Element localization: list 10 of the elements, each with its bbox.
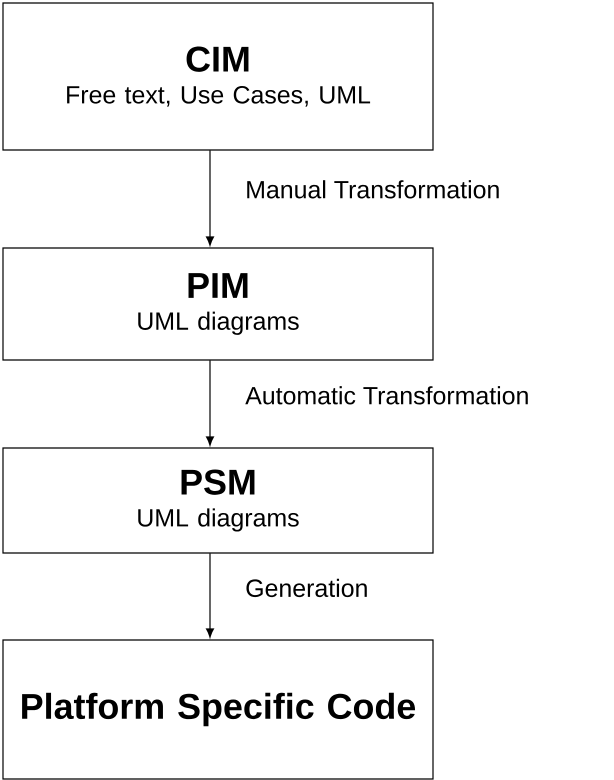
process-box: CIM Free text, Use Cases, UML [2,2,434,151]
process-box: Platform Specific Code [2,639,434,780]
arrow [206,360,214,446]
process-box: PSM UML diagrams [2,447,434,554]
edge-label: Automatic Transformation [245,386,528,404]
arrow [206,554,214,638]
edge-label: Generation [246,578,367,598]
arrow [206,150,214,246]
process-box: PIM UML diagrams [2,247,434,361]
edge-label: Manual Transformation [247,180,499,198]
